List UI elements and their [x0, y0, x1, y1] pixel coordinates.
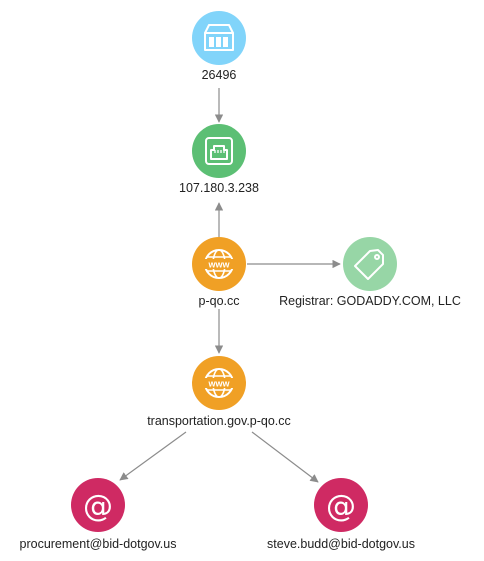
- ethernet-port-icon: [205, 137, 233, 165]
- server-icon: [204, 24, 234, 51]
- node-label-asn: 26496: [202, 68, 237, 82]
- node-domain[interactable]: www p-qo.cc: [192, 237, 246, 308]
- globe-www-icon: www: [203, 249, 235, 279]
- tag-icon: [354, 249, 384, 280]
- node-email-procurement[interactable]: @ procurement@bid-dotgov.us: [20, 478, 177, 551]
- at-sign-icon: @: [326, 489, 356, 524]
- node-label-registrar: Registrar: GODADDY.COM, LLC: [279, 294, 461, 308]
- node-label-domain: p-qo.cc: [199, 294, 240, 308]
- registrar-node-circle: [343, 237, 397, 291]
- ip-node-circle: [192, 124, 246, 178]
- edges: [119, 88, 341, 483]
- edge-subdomain-to-email2: [251, 431, 319, 483]
- svg-text:www: www: [207, 260, 230, 270]
- globe-www-icon: www: [203, 368, 235, 398]
- node-label-ip-address: 107.180.3.238: [179, 181, 259, 195]
- email2-node-circle: [314, 478, 368, 532]
- node-registrar[interactable]: Registrar: GODADDY.COM, LLC: [279, 237, 461, 308]
- node-label-email-steve-budd: steve.budd@bid-dotgov.us: [267, 537, 415, 551]
- email1-node-circle: [71, 478, 125, 532]
- node-subdomain[interactable]: www transportation.gov.p-qo.cc: [147, 356, 291, 428]
- svg-text:www: www: [207, 379, 230, 389]
- node-ip-address[interactable]: 107.180.3.238: [179, 124, 259, 195]
- node-asn[interactable]: 26496: [192, 11, 246, 82]
- node-label-email-procurement: procurement@bid-dotgov.us: [20, 537, 177, 551]
- at-sign-icon: @: [83, 489, 113, 524]
- node-email-steve-budd[interactable]: @ steve.budd@bid-dotgov.us: [267, 478, 415, 551]
- node-label-subdomain: transportation.gov.p-qo.cc: [147, 414, 291, 428]
- edge-subdomain-to-email1: [119, 431, 187, 481]
